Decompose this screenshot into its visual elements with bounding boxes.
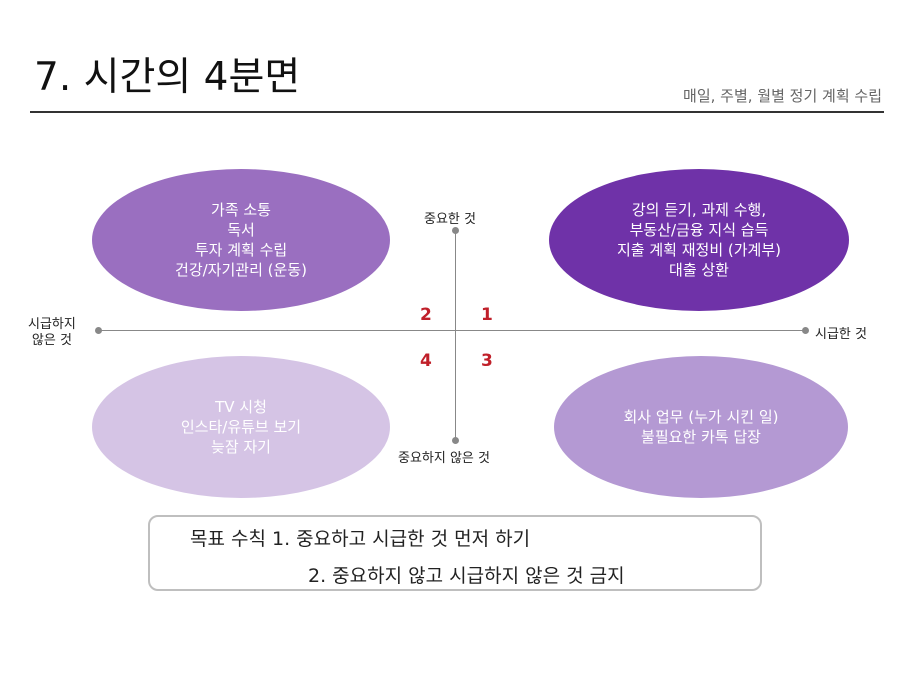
quadrant-2-oval: 가족 소통 독서 투자 계획 수립 건강/자기관리 (운동)	[92, 169, 390, 311]
axis-label-urgent: 시급한 것	[815, 327, 867, 342]
quadrant-2-line: 가족 소통	[211, 201, 271, 219]
axis-label-not-urgent-line: 않은 것	[31, 333, 72, 348]
quadrant-2-line: 건강/자기관리 (운동)	[175, 261, 307, 279]
quadrant-1-line: 부동산/금융 지식 습득	[629, 221, 769, 239]
quadrant-3-oval: 회사 업무 (누가 시킨 일) 불필요한 카톡 답장	[554, 356, 848, 498]
quadrant-1-oval: 강의 듣기, 과제 수행, 부동산/금융 지식 습득 지출 계획 재정비 (가계…	[549, 169, 849, 311]
quadrant-4-line: 늦잠 자기	[211, 438, 271, 456]
axis-top-end-dot	[452, 227, 459, 234]
quadrant-number-1: 1	[481, 305, 493, 325]
quadrant-1-line: 대출 상환	[669, 261, 729, 279]
axis-left-end-dot	[95, 327, 102, 334]
goal-rule-2: 2. 중요하지 않고 시급하지 않은 것 금지	[308, 565, 625, 587]
quadrant-1-line: 강의 듣기, 과제 수행,	[631, 201, 767, 219]
urgency-axis-line	[98, 330, 806, 331]
page-title: 7. 시간의 4분면	[34, 55, 301, 100]
quadrant-number-2: 2	[420, 305, 432, 325]
axis-label-important: 중요한 것	[424, 212, 476, 227]
axis-bottom-end-dot	[452, 437, 459, 444]
axis-right-end-dot	[802, 327, 809, 334]
quadrant-4-oval: TV 시청 인스타/유튜브 보기 늦잠 자기	[92, 356, 390, 498]
quadrant-number-3: 3	[481, 351, 493, 371]
quadrant-2-line: 독서	[227, 221, 255, 239]
goal-rule-1: 목표 수칙 1. 중요하고 시급한 것 먼저 하기	[190, 528, 531, 550]
quadrant-4-line: TV 시청	[215, 398, 267, 416]
axis-label-not-urgent-line: 시급하지	[28, 317, 76, 332]
quadrant-1-line: 지출 계획 재정비 (가계부)	[616, 241, 781, 259]
axis-label-not-urgent: 시급하지 않은 것	[28, 317, 76, 349]
importance-axis-line	[455, 230, 456, 441]
page-subtitle: 매일, 주별, 월별 정기 계획 수립	[683, 87, 882, 105]
quadrant-number-4: 4	[420, 351, 432, 371]
title-divider	[30, 111, 884, 113]
quadrant-2-line: 투자 계획 수립	[194, 241, 288, 259]
quadrant-3-line: 불필요한 카톡 답장	[641, 428, 761, 446]
quadrant-4-line: 인스타/유튜브 보기	[180, 418, 302, 436]
goal-rules-box	[148, 515, 762, 591]
axis-label-not-important: 중요하지 않은 것	[398, 451, 490, 466]
quadrant-3-line: 회사 업무 (누가 시킨 일)	[623, 408, 779, 426]
